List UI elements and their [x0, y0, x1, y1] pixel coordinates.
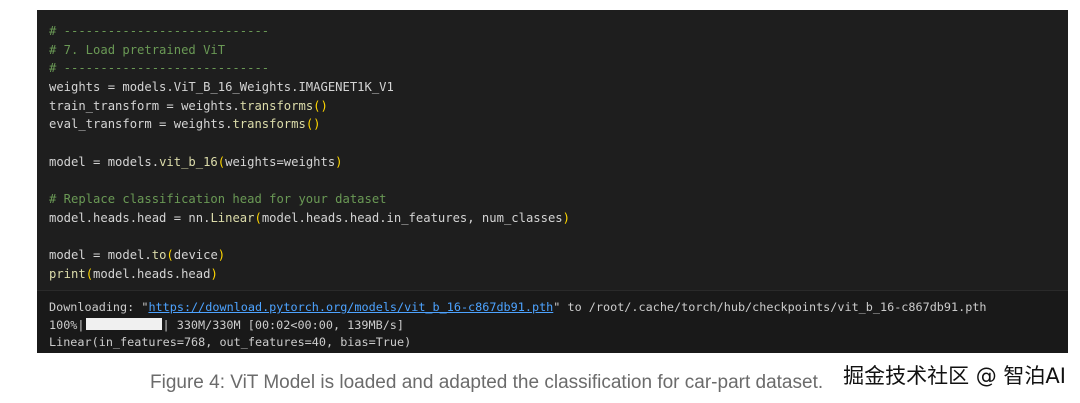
download-suffix: " to /root/.cache/torch/hub/checkpoints/…: [553, 300, 987, 314]
code-func: to: [151, 248, 167, 263]
code-line-weights: weights = models.ViT_B_16_Weights.IMAGEN…: [49, 78, 1056, 97]
code-line-heads: model.heads.head = nn.Linear(model.heads…: [49, 209, 1056, 228]
code-paren: (: [254, 210, 262, 225]
code-paren: ): [562, 210, 570, 225]
code-text: model = models.: [49, 154, 160, 169]
watermark: 掘金技术社区 @ 智泊AI: [843, 364, 1066, 388]
code-line-print: print(model.heads.head): [49, 265, 1056, 284]
code-paren: ): [217, 248, 226, 263]
code-paren: ): [210, 266, 218, 281]
progress-stats: | 330M/330M [00:02<00:00, 139MB/s]: [162, 317, 404, 332]
code-text: model.heads.head: [93, 266, 211, 281]
code-func: transforms: [232, 117, 306, 132]
code-paren: (: [217, 154, 226, 169]
code-blank-line: [49, 134, 1056, 153]
code-text: train_transform = weights.: [49, 98, 240, 113]
progress-line: 100%| | 330M/330M [00:02<00:00, 139MB/s]: [49, 317, 1056, 335]
code-line-train-transform: train_transform = weights.transforms(): [49, 97, 1056, 116]
code-paren: (: [166, 248, 174, 263]
code-text: device: [173, 248, 218, 263]
code-func: vit_b_16: [159, 154, 218, 169]
code-line-eval-transform: eval_transform = weights.transforms(): [49, 115, 1056, 134]
download-prefix: Downloading: ": [49, 300, 149, 314]
download-link[interactable]: https://download.pytorch.org/models/vit_…: [148, 300, 554, 314]
code-blank-line: [49, 228, 1056, 247]
code-cell[interactable]: # ---------------------------- # 7. Load…: [37, 10, 1068, 290]
code-paren: (): [313, 98, 328, 113]
code-paren: (: [85, 266, 94, 281]
code-comment-line: # Replace classification head for your d…: [49, 192, 387, 207]
code-line-to-device: model = model.to(device): [49, 246, 1056, 265]
code-comment-line: # ----------------------------: [49, 24, 270, 38]
code-text: weights = models.ViT_B_16_Weights.IMAGEN…: [49, 80, 394, 95]
code-text: weights=weights: [225, 154, 336, 169]
linear-output-line: Linear(in_features=768, out_features=40,…: [49, 335, 412, 349]
code-text: model.heads.head = nn.: [49, 210, 211, 225]
code-func: Linear: [210, 210, 255, 225]
code-text: model.heads.head.in_features, num_classe…: [261, 210, 563, 225]
code-text: model = model.: [49, 248, 152, 263]
code-comment-line: # 7. Load pretrained ViT: [49, 42, 226, 57]
code-func: print: [49, 266, 86, 281]
code-text: eval_transform = weights.: [49, 117, 233, 132]
output-cell: Downloading: "https://download.pytorch.o…: [37, 290, 1068, 353]
progress-percent: 100%|: [49, 317, 85, 332]
code-paren: ): [335, 154, 343, 169]
code-comment-line: # ----------------------------: [49, 61, 270, 76]
code-line-model: model = models.vit_b_16(weights=weights): [49, 153, 1056, 172]
download-line: Downloading: "https://download.pytorch.o…: [49, 299, 1056, 317]
progress-bar: [85, 317, 162, 330]
code-paren: (): [305, 117, 321, 132]
code-func: transforms: [239, 98, 314, 113]
figure-caption: Figure 4: ViT Model is loaded and adapte…: [150, 372, 824, 393]
code-blank-line: [49, 172, 1056, 191]
